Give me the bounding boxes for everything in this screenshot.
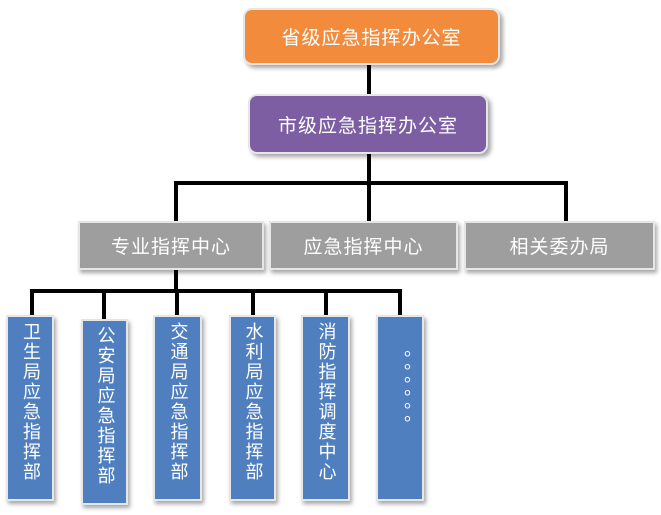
connector-to-specialized: [174, 181, 178, 221]
dept-node-police: 公安局应急指挥部: [81, 319, 128, 505]
dept-node-water: 水利局应急指挥部: [229, 315, 276, 501]
related-bureaus-label: 相关委办局: [509, 236, 610, 258]
connector-top-to-city: [367, 65, 371, 94]
emergency-center-label: 应急指挥中心: [303, 236, 424, 258]
related-bureaus-node: 相关委办局: [464, 221, 655, 270]
connector-to-related: [564, 181, 568, 221]
provincial-office-label: 省级应急指挥办公室: [281, 27, 462, 49]
connector-to-dept-5: [324, 289, 328, 315]
emergency-center-node: 应急指挥中心: [269, 221, 458, 270]
specialized-center-node: 专业指挥中心: [78, 221, 264, 270]
dept-label-more: 。。。。。。: [390, 350, 411, 437]
connector-to-dept-1: [30, 289, 34, 315]
dept-label-health: 卫生局应急指挥部: [20, 322, 41, 482]
dept-label-water: 水利局应急指挥部: [242, 322, 264, 482]
connector-to-dept-6: [398, 289, 402, 315]
dept-label-fire: 消防指挥调度中心: [315, 322, 337, 482]
connector-to-dept-3: [175, 289, 179, 315]
connector-city-down: [367, 154, 371, 184]
dept-label-transport: 交通局应急指挥部: [167, 322, 189, 482]
city-office-node: 市级应急指挥办公室: [248, 94, 488, 154]
dept-node-health: 卫生局应急指挥部: [6, 315, 54, 501]
city-office-label: 市级应急指挥办公室: [277, 114, 458, 137]
provincial-office-node: 省级应急指挥办公室: [243, 8, 500, 65]
specialized-center-label: 专业指挥中心: [110, 236, 231, 258]
connector-level2-bus: [174, 181, 568, 185]
connector-to-dept-2: [102, 289, 106, 319]
dept-label-police: 公安局应急指挥部: [94, 326, 116, 486]
connector-level3-bus: [30, 289, 402, 293]
dept-node-fire: 消防指挥调度中心: [301, 315, 350, 501]
dept-node-transport: 交通局应急指挥部: [153, 315, 202, 501]
connector-to-dept-4: [251, 289, 255, 315]
connector-to-emergency: [367, 181, 371, 221]
dept-node-more: 。。。。。。: [376, 315, 424, 501]
connector-specialized-down: [174, 270, 178, 292]
